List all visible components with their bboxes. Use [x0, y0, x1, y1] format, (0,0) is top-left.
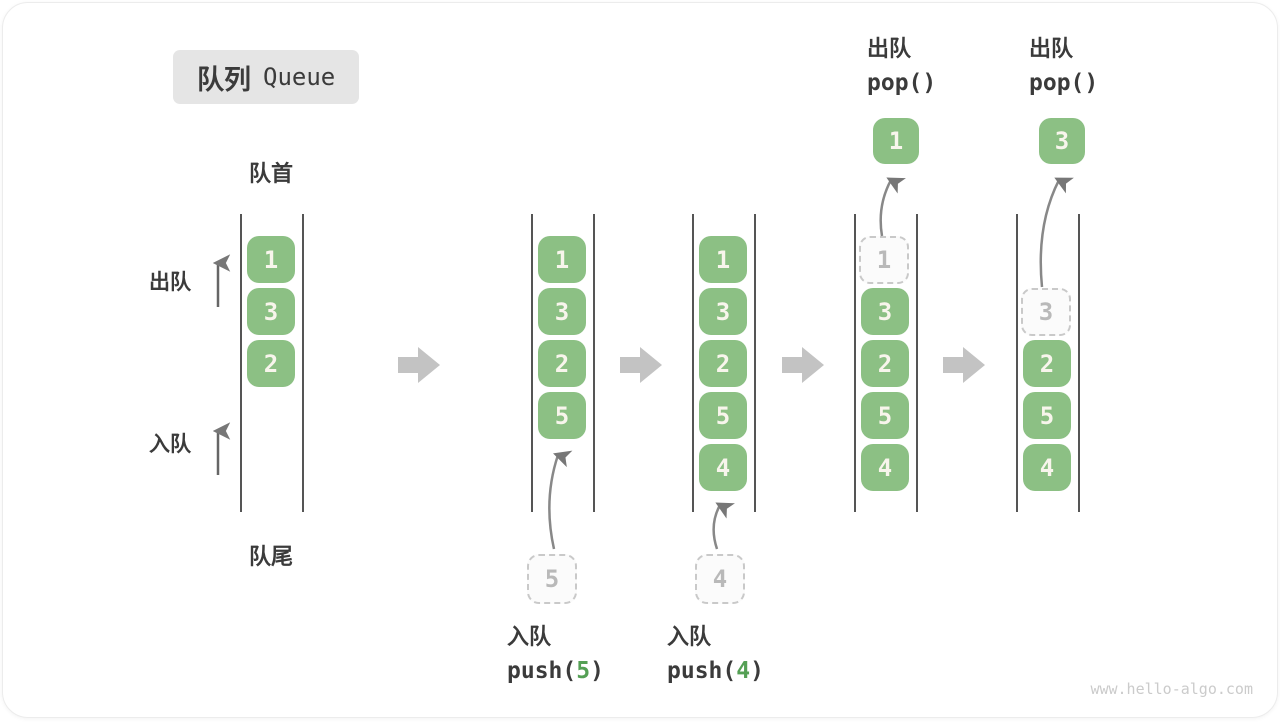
operation-label: 出队	[1029, 36, 1074, 61]
queue-state-5: 3 2 5 4	[1016, 214, 1080, 512]
queue-item: 3	[861, 288, 909, 335]
dequeue-side-label: 出队	[149, 271, 191, 294]
queue-item: 3	[538, 288, 586, 335]
operation-code: push(4)	[667, 658, 764, 684]
operation-label: 出队	[867, 36, 912, 61]
channel-line	[240, 214, 242, 512]
queue-item: 2	[247, 340, 295, 387]
channel-line	[1016, 214, 1018, 512]
popped-item-1: 1	[873, 118, 919, 164]
step-arrow-icon	[398, 347, 440, 383]
arrows-layer	[212, 177, 1074, 550]
operation-code: push(5)	[507, 658, 604, 684]
channel-line	[854, 214, 856, 512]
queue-item: 1	[699, 236, 747, 283]
queue-state-3: 1 3 2 5 4	[692, 214, 756, 512]
title-english: Queue	[263, 63, 336, 91]
operation-label: 入队	[507, 624, 552, 649]
queue-item: 5	[538, 392, 586, 439]
queue-state-2: 1 3 2 5	[531, 214, 595, 512]
push-arg: 4	[736, 658, 751, 684]
dequeue-operation-2: 出队 pop()	[1029, 31, 1098, 101]
dequeue-operation-1: 出队 pop()	[867, 31, 936, 101]
queue-item: 4	[1023, 444, 1071, 491]
operation-code: pop()	[1029, 70, 1099, 96]
operation-label: 入队	[667, 624, 712, 649]
queue-item: 2	[861, 340, 909, 387]
queue-item: 2	[1023, 340, 1071, 387]
incoming-item-4: 4	[695, 554, 745, 604]
enqueue-operation-push4: 入队 push(4)	[667, 619, 764, 689]
queue-item: 5	[699, 392, 747, 439]
front-label: 队首	[248, 161, 293, 186]
removed-item-slot: 1	[859, 236, 909, 284]
channel-line	[302, 214, 304, 512]
enqueue-operation-push5: 入队 push(5)	[507, 619, 604, 689]
popped-item-3: 3	[1039, 118, 1085, 164]
queue-state-4: 1 3 2 5 4	[854, 214, 918, 512]
rear-label: 队尾	[248, 544, 293, 569]
push-arg: 5	[576, 658, 591, 684]
operation-code: pop()	[867, 70, 937, 96]
queue-item: 1	[538, 236, 586, 283]
title-badge: 队列 Queue	[173, 50, 360, 104]
queue-item: 5	[861, 392, 909, 439]
channel-line	[531, 214, 533, 512]
queue-item: 3	[247, 288, 295, 335]
title-chinese: 队列	[197, 64, 251, 95]
channel-line	[692, 214, 694, 512]
incoming-item-5: 5	[527, 554, 577, 604]
queue-item: 3	[699, 288, 747, 335]
queue-item: 5	[1023, 392, 1071, 439]
queue-item: 2	[538, 340, 586, 387]
step-arrow-icon	[620, 347, 662, 383]
watermark: www.hello-algo.com	[1090, 680, 1253, 698]
channel-line	[1078, 214, 1080, 512]
queue-item: 2	[699, 340, 747, 387]
enqueue-side-label: 入队	[149, 433, 191, 456]
channel-line	[754, 214, 756, 512]
channel-line	[916, 214, 918, 512]
removed-item-slot: 3	[1021, 288, 1071, 336]
queue-item: 4	[861, 444, 909, 491]
channel-line	[593, 214, 595, 512]
step-arrow-icon	[943, 347, 985, 383]
queue-state-1: 1 3 2	[240, 214, 304, 512]
step-arrow-icon	[782, 347, 824, 383]
queue-item: 1	[247, 236, 295, 283]
queue-item: 4	[699, 444, 747, 491]
